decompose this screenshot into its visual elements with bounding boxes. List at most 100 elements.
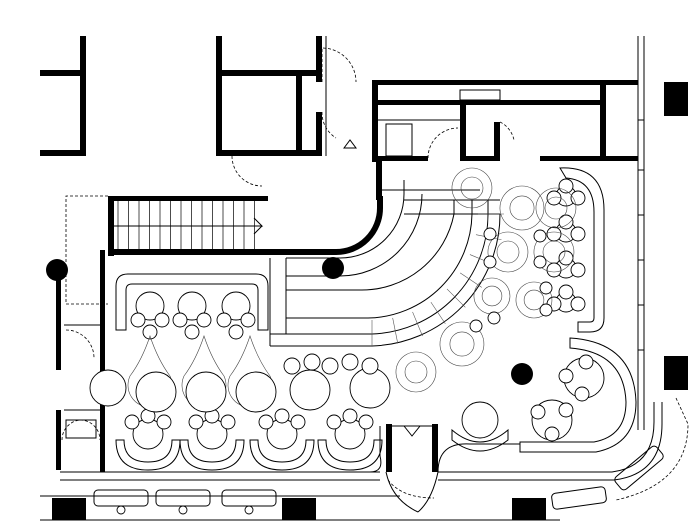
booth-bench xyxy=(317,439,383,471)
round-table xyxy=(235,371,277,413)
chair xyxy=(142,324,158,340)
chair xyxy=(558,214,574,230)
chair xyxy=(570,296,586,312)
chair xyxy=(558,284,574,300)
lounge-zone xyxy=(439,321,485,367)
left-edge xyxy=(56,195,127,472)
booth-bench xyxy=(179,439,245,471)
chair xyxy=(188,414,204,430)
staircase xyxy=(108,196,268,256)
top-booths xyxy=(115,273,269,340)
booth-bench xyxy=(115,439,181,471)
round-table xyxy=(185,371,227,413)
booth-table xyxy=(221,291,251,321)
chair xyxy=(274,408,290,424)
chair xyxy=(341,353,359,371)
chair xyxy=(570,262,586,278)
column-markers xyxy=(46,257,533,385)
chair xyxy=(570,190,586,206)
chair xyxy=(326,414,342,430)
lounge-zone xyxy=(499,185,545,231)
lounge-table xyxy=(481,285,503,307)
bar-segment-line xyxy=(459,272,482,288)
bar-segment-line xyxy=(430,301,446,324)
chair xyxy=(196,312,212,328)
chair xyxy=(539,281,553,295)
column-marker-left xyxy=(46,259,68,281)
booth-table xyxy=(177,291,207,321)
lounge-table xyxy=(460,176,484,200)
chair xyxy=(154,312,170,328)
bar-segment-line xyxy=(412,311,423,337)
chair xyxy=(546,226,562,242)
chair xyxy=(539,303,553,317)
chair xyxy=(483,227,497,241)
chair xyxy=(321,357,339,375)
parked-car xyxy=(155,489,211,507)
column-marker-right xyxy=(511,363,533,385)
chair xyxy=(220,414,236,430)
chair xyxy=(290,414,306,430)
booth-table xyxy=(135,291,165,321)
upper-right-walls xyxy=(372,80,638,162)
curved-bar xyxy=(269,180,504,347)
bar-segment-line xyxy=(446,288,466,308)
chair xyxy=(124,414,140,430)
doors xyxy=(61,47,515,441)
car-wheel xyxy=(244,505,254,515)
chair xyxy=(358,414,374,430)
chair xyxy=(283,357,301,375)
lounge-zone xyxy=(451,167,493,209)
chair xyxy=(216,312,232,328)
round-table xyxy=(289,369,331,411)
chair xyxy=(342,408,358,424)
corner-booth xyxy=(437,337,637,473)
bottom-booths xyxy=(60,408,438,481)
car-wheel xyxy=(116,505,126,515)
chair xyxy=(184,324,200,340)
exterior xyxy=(40,397,689,521)
lounge-table xyxy=(404,360,428,384)
mid-tables xyxy=(127,335,391,413)
lounge-tables xyxy=(395,167,577,393)
chair xyxy=(172,312,188,328)
chair xyxy=(558,178,574,194)
chair xyxy=(240,312,256,328)
chair xyxy=(570,226,586,242)
lounge-table xyxy=(544,196,568,220)
bar-segment-line xyxy=(392,317,399,344)
lounge-table xyxy=(523,289,545,311)
chair xyxy=(533,229,547,243)
parked-cars xyxy=(93,445,664,515)
column-marker-center xyxy=(322,257,344,279)
lounge-zone xyxy=(473,277,511,315)
chair xyxy=(303,353,321,371)
upper-left-walls xyxy=(40,36,327,156)
chair xyxy=(546,190,562,206)
lounge-zone xyxy=(535,187,577,229)
chair xyxy=(228,324,244,340)
chair xyxy=(361,357,379,375)
parked-car xyxy=(221,489,277,507)
parked-car xyxy=(93,489,149,507)
chair xyxy=(533,255,547,269)
chair xyxy=(156,414,172,430)
parked-car xyxy=(551,486,607,510)
right-edge xyxy=(637,36,688,430)
car-wheel xyxy=(178,505,188,515)
lounge-zone xyxy=(395,351,437,393)
lounge-table xyxy=(449,331,475,357)
bar-back-wall xyxy=(108,160,480,255)
parked-car xyxy=(614,445,664,491)
round-table xyxy=(135,371,177,413)
chair xyxy=(487,311,501,325)
chair xyxy=(469,319,483,333)
booth-bench xyxy=(249,439,315,471)
lounge-table xyxy=(542,240,566,264)
chair xyxy=(130,312,146,328)
lounge-table xyxy=(496,240,520,264)
lounge-table xyxy=(509,195,535,221)
right-booths xyxy=(546,167,605,333)
chair xyxy=(483,255,497,269)
